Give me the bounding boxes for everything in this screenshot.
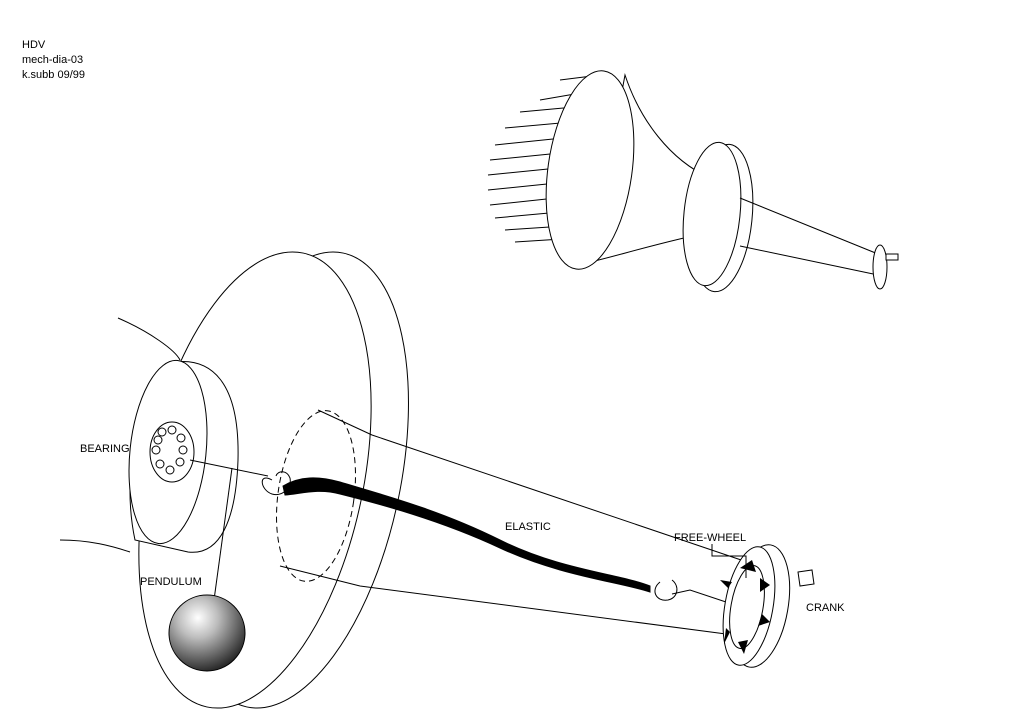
overview-disk-front: [682, 141, 742, 287]
inner-cylinder-dashed: [276, 410, 356, 582]
label-pendulum: PENDULUM: [140, 576, 202, 588]
header-author-date: k.subb 09/99: [22, 69, 85, 81]
main-mechanism: [59, 251, 815, 709]
bearing-shaft: [189, 459, 269, 477]
overview-crank: [885, 253, 899, 261]
label-bearing: BEARING: [80, 443, 130, 455]
part-labels: BEARING PENDULUM ELASTIC FREE-WHEEL CRAN…: [80, 443, 845, 614]
label-elastic: ELASTIC: [505, 521, 551, 533]
crank-shaft: [671, 589, 739, 607]
free-wheel-pawls: [720, 560, 770, 654]
transmission-cone: [279, 409, 751, 635]
overview-sketch: [487, 70, 899, 293]
bearing-cage: [149, 421, 195, 483]
elastic-right-hook: [654, 579, 678, 601]
overview-trumpet-mouth: [545, 70, 635, 270]
free-wheel-leader: [711, 544, 747, 578]
crank-disk-front: [722, 546, 776, 666]
overview-free-wheel: [872, 244, 888, 290]
label-free-wheel: FREE-WHEEL: [674, 532, 746, 544]
crank-handle: [797, 569, 815, 587]
header-title: HDV: [22, 39, 46, 51]
header-drawing-id: mech-dia-03: [22, 54, 83, 66]
pendulum-arm: [213, 467, 233, 601]
overview-cone: [739, 197, 879, 276]
free-wheel-ring: [729, 565, 765, 649]
drawing-header: HDV mech-dia-03 k.subb 09/99: [22, 39, 85, 81]
housing-bottom-curve: [59, 539, 131, 553]
pendulum-ball: [168, 594, 246, 672]
elastic-band: [282, 477, 651, 593]
housing-top-curve: [117, 317, 181, 361]
label-crank: CRANK: [806, 602, 845, 614]
